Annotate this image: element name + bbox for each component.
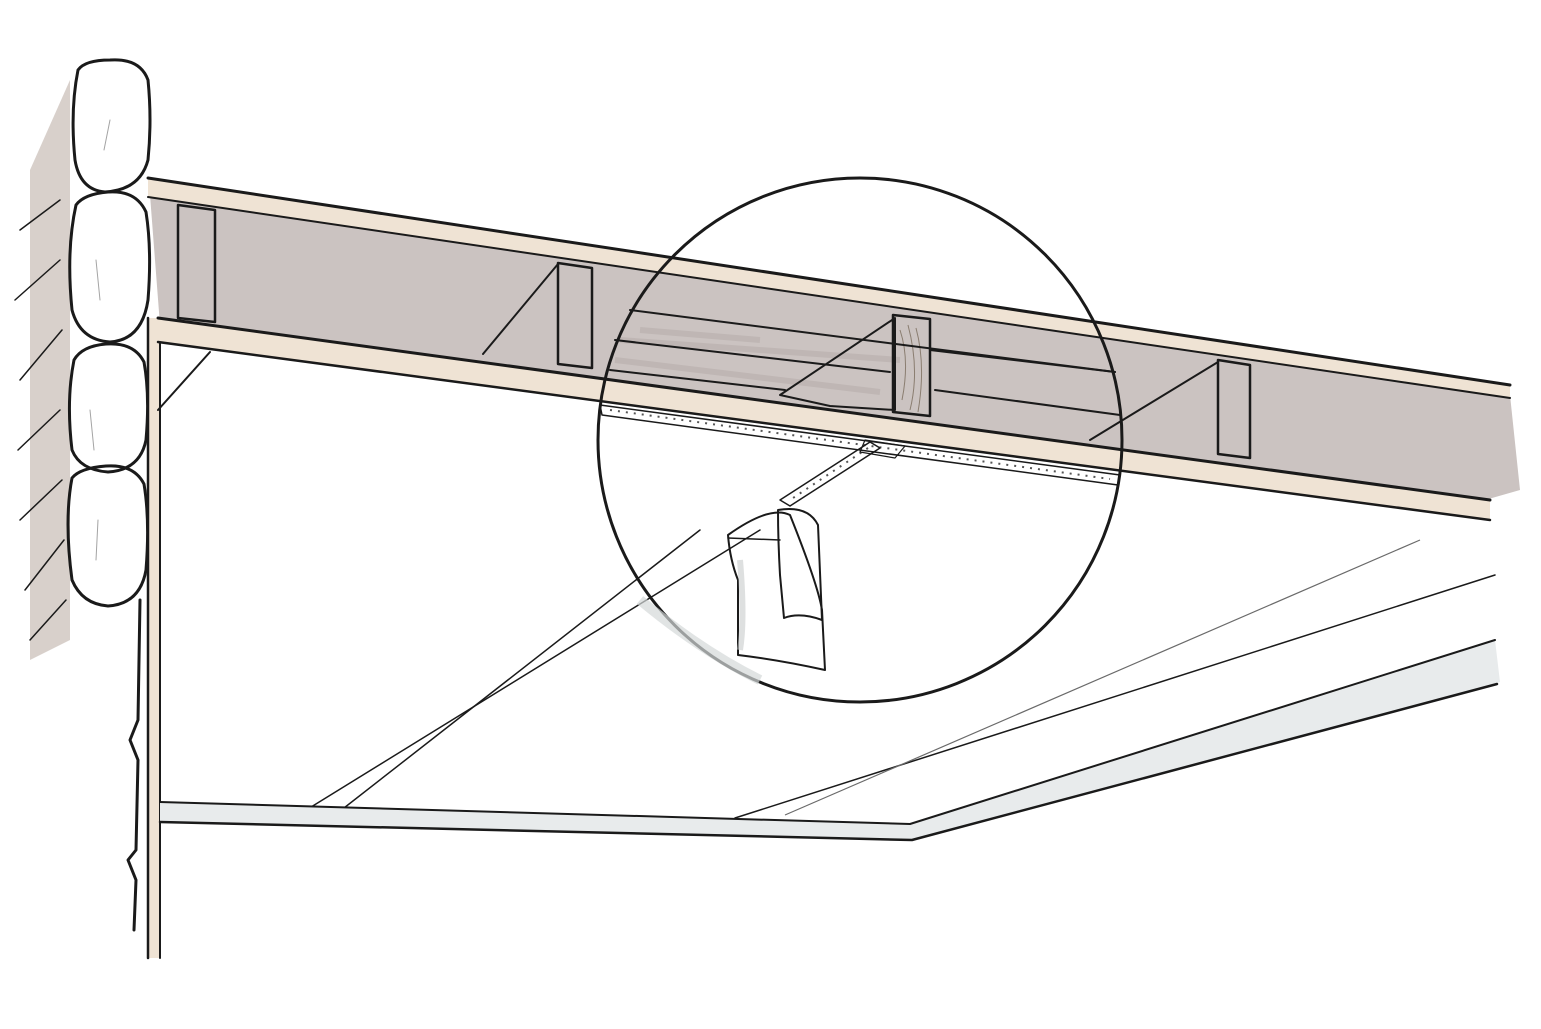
ceiling-joists-icon xyxy=(609,309,1121,418)
log-wall-shadow xyxy=(14,80,70,660)
block-1 xyxy=(176,203,217,324)
detail-magnifier-circle-icon xyxy=(596,176,1124,704)
top-rim-joist xyxy=(146,176,1512,399)
log-1 xyxy=(71,58,152,194)
log-2 xyxy=(68,190,152,344)
log-3 xyxy=(67,342,150,474)
drywall-seam-icon xyxy=(289,529,1496,821)
cross-joist-end xyxy=(891,313,932,418)
tape-strip-back xyxy=(777,508,823,621)
joist-bay xyxy=(150,195,1520,500)
corner-post xyxy=(146,316,161,960)
ceiling-panel-edge xyxy=(158,639,1500,842)
tape-roll-icon xyxy=(727,508,826,671)
cross-joist xyxy=(779,317,896,411)
log-4 xyxy=(66,464,150,608)
block-2 xyxy=(556,261,594,370)
blocking-icon xyxy=(157,203,1252,460)
end-grain xyxy=(899,324,923,413)
block-3 xyxy=(1216,358,1252,460)
log-wall-edge xyxy=(126,598,142,932)
log-wall-icon xyxy=(66,58,152,932)
bottom-ledger xyxy=(156,316,1492,522)
